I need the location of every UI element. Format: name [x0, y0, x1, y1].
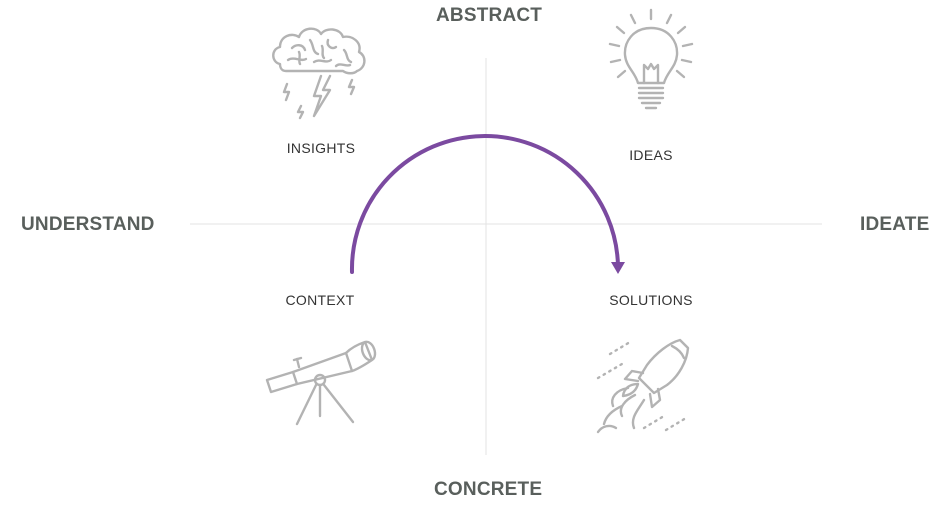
quadrant-label-solutions: SOLUTIONS	[609, 292, 693, 308]
lightbulb-icon	[602, 8, 700, 116]
quadrant-label-insights: INSIGHTS	[286, 140, 356, 156]
quadrant-label-ideas: IDEAS	[629, 147, 673, 163]
process-arc	[349, 134, 620, 274]
axis-label-top: ABSTRACT	[436, 5, 543, 26]
axis-label-right: IDEATE	[860, 214, 930, 235]
arrow-head-icon	[611, 262, 625, 274]
quadrant-label-context: CONTEXT	[285, 292, 355, 308]
axis-label-left: UNDERSTAND	[21, 214, 155, 235]
brain-storm-icon	[268, 22, 372, 126]
rocket-icon	[592, 334, 700, 436]
telescope-icon	[264, 336, 382, 428]
axis-label-bottom: CONCRETE	[434, 479, 543, 500]
